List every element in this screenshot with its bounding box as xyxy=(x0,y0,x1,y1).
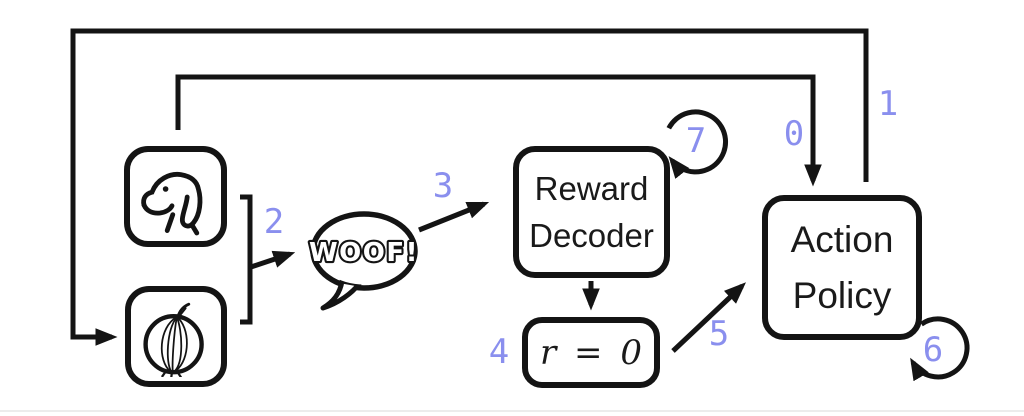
reward-decoder-box: Reward Decoder xyxy=(513,146,670,278)
edge-label-2: 2 xyxy=(263,202,285,242)
reward-value-label: r = 0 xyxy=(540,332,642,373)
action-policy-label-line1: Action xyxy=(790,218,894,260)
edge-label-6: 6 xyxy=(922,330,944,370)
edge-0-observation-to-policy xyxy=(175,74,822,187)
edge-label-3: 3 xyxy=(432,166,454,206)
environment-onion-box xyxy=(125,286,227,387)
edge-2-group-to-bubble xyxy=(250,250,296,270)
observation-dog-box xyxy=(124,146,227,247)
page-edge-rule xyxy=(0,410,1024,412)
bubble-text: WOOF! xyxy=(309,238,419,268)
edge-label-5: 5 xyxy=(708,314,730,354)
reward-decoder-label-line2: Decoder xyxy=(529,217,654,254)
action-policy-box: Action Policy xyxy=(762,195,922,340)
edge-label-7: 7 xyxy=(685,121,707,161)
edge-5-reward-to-policy xyxy=(671,282,747,353)
edge-3-bubble-to-decoder xyxy=(418,201,490,233)
edge-label-0: 0 xyxy=(783,114,805,154)
action-policy-label-line2: Policy xyxy=(792,274,892,316)
edge-label-1: 1 xyxy=(877,84,899,124)
dog-icon xyxy=(140,171,202,235)
speech-bubble-icon: WOOF! xyxy=(307,211,420,311)
edge-label-4: 4 xyxy=(488,332,510,372)
grouping-bracket xyxy=(240,194,253,325)
reward-value-box: r = 0 xyxy=(522,317,660,388)
reward-decoder-label-line1: Reward xyxy=(534,170,649,207)
onion-icon xyxy=(143,302,204,377)
